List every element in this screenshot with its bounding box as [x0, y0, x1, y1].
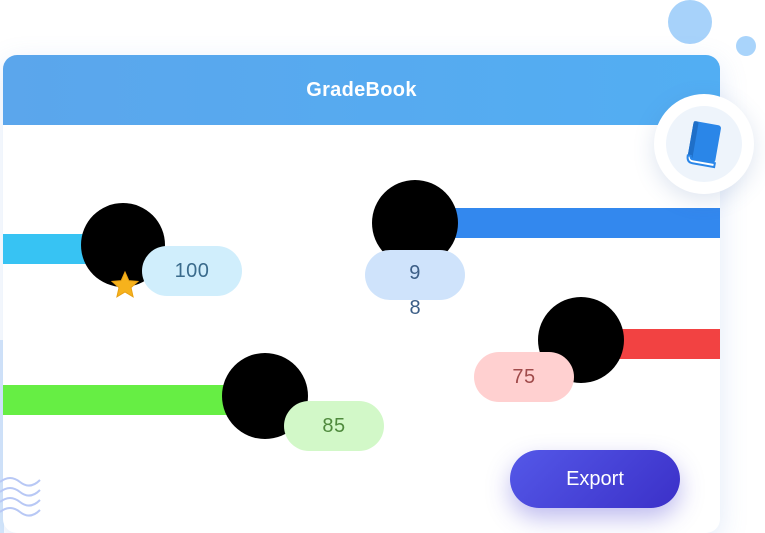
score-bar-2 [440, 208, 720, 238]
side-accent-strip [0, 340, 4, 533]
card-header: GradeBook [3, 55, 720, 125]
export-button[interactable]: Export [510, 450, 680, 508]
book-badge-inner [666, 106, 742, 182]
score-pill-4: 85 [284, 401, 384, 451]
score-bar-4 [3, 385, 265, 415]
score-pill-1: 100 [142, 246, 242, 296]
book-icon [686, 121, 721, 169]
score-value-3: 75 [512, 365, 536, 388]
star-icon [110, 270, 140, 298]
score-value-2-line2: 8 [409, 297, 421, 319]
score-pill-2: 9 [365, 250, 465, 300]
score-value-1: 100 [174, 259, 210, 282]
score-value-4: 85 [322, 414, 346, 437]
score-bar-3 [610, 329, 720, 359]
decor-bubble-large [668, 0, 712, 44]
waves-icon [0, 477, 41, 517]
score-pill-3: 75 [474, 352, 574, 402]
book-badge[interactable] [654, 94, 754, 194]
app-title: GradeBook [306, 78, 417, 101]
score-value-2-line1: 9 [409, 262, 421, 284]
decor-bubble-small [736, 36, 756, 56]
